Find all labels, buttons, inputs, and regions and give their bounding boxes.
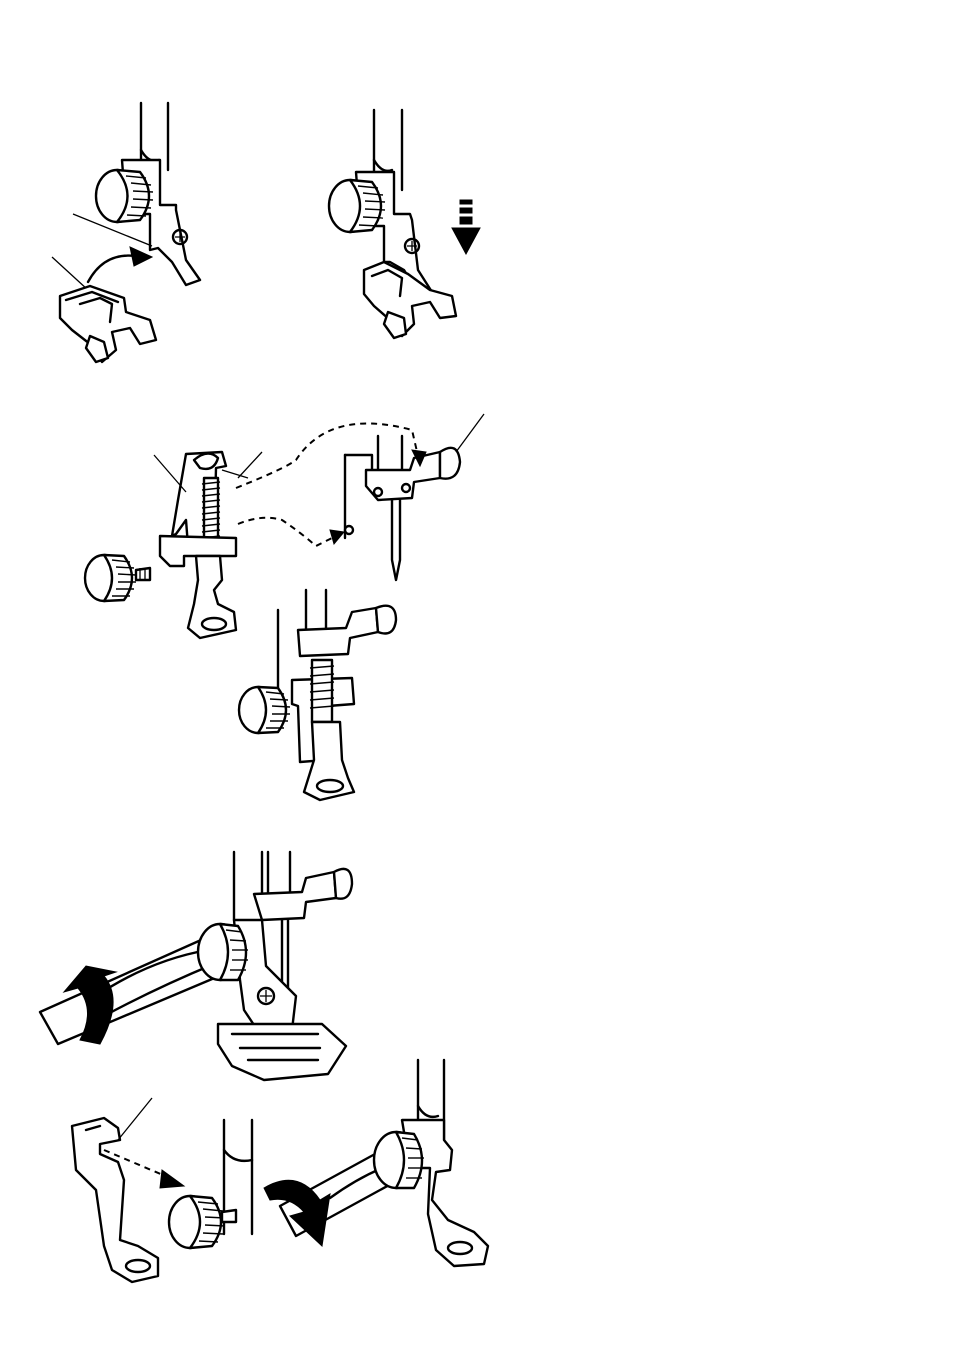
thumb-screw-icon <box>329 180 385 232</box>
fig-snap-on-attach <box>52 103 200 362</box>
thumb-screw-icon <box>96 170 153 222</box>
fig-darning-foot <box>85 414 484 638</box>
down-arrow-icon <box>452 200 480 254</box>
darning-foot-icon <box>154 452 262 638</box>
presser-foot-icon <box>60 286 156 362</box>
fig-screwdriver-remove <box>40 852 352 1080</box>
fig-screwdriver-tighten <box>264 1060 488 1266</box>
thumb-screw-icon <box>169 1196 236 1248</box>
fig-darning-attached <box>239 590 396 800</box>
thumb-screw-icon <box>239 687 290 733</box>
fig-holder-attach <box>72 1098 252 1282</box>
thumb-screw-icon <box>85 555 150 601</box>
foot-holder-icon <box>72 1098 158 1282</box>
fig-snap-on-lower <box>329 110 480 338</box>
